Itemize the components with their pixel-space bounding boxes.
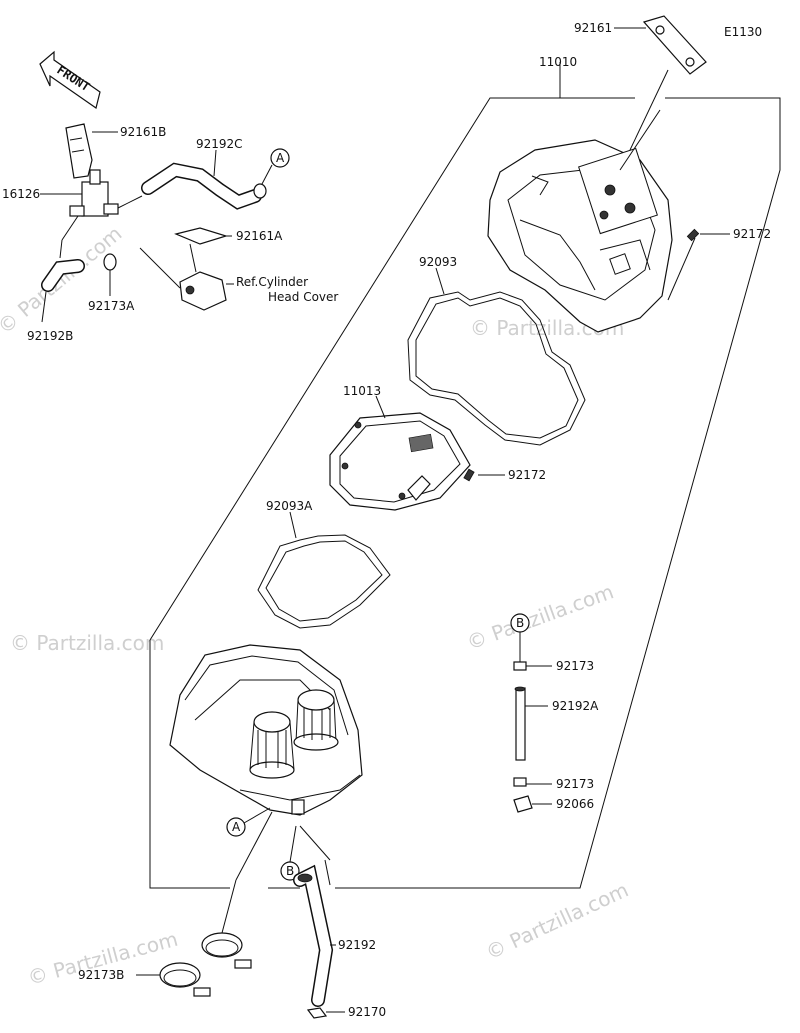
air-box-upper-cover [487,139,673,333]
marker-a-lower-label: A [232,820,241,834]
hose-92192: 92192 [293,859,376,1007]
callout-92170: 92170 [348,1005,386,1019]
callout-92173a: 92173A [88,299,135,313]
ref-cylinder-head-cover-line2: Head Cover [268,290,338,304]
callout-92173b: 92173B [78,968,124,982]
hose-92192b: 92192B [27,259,85,343]
reed-valve-cover: 92161A Ref.Cylinder Head Cover [139,227,338,311]
callout-92173-lower: 92173 [556,777,594,791]
callout-92161a: 92161A [236,229,283,243]
filter-mesh [408,433,434,453]
velocity-stack-right [293,689,339,751]
marker-b-lower-label: B [286,864,294,878]
marker-a-upper [270,148,290,168]
assembly-outline [149,97,635,641]
breather-set-right: B 92173 92192A 92173 92066 [510,613,599,813]
valve-assembly-16126: 92161B 16126 [2,123,166,259]
callout-92172-mid: 92172 [508,468,546,482]
callout-11013: 11013 [343,384,381,398]
ref-cylinder-head-cover-line1: Ref.Cylinder [236,275,308,289]
diagram-code: E1130 [724,25,762,39]
callout-92192c: 92192C [196,137,243,151]
callout-92161b: 92161B [120,125,166,139]
gasket-92093a: 92093A [257,499,391,629]
hose-92192c: 92192C A [117,137,290,210]
callout-92192b: 92192B [27,329,73,343]
marker-b-lower: B [280,825,331,881]
marker-a-lower: A [226,807,271,837]
watermark-bottom-right: © Partzilla.com [482,878,632,965]
screw-92172-top: 92172 [667,227,771,301]
velocity-stack-left [249,711,295,779]
air-box-lower-case [169,644,363,816]
callout-92093: 92093 [419,255,457,269]
callout-92093a: 92093A [266,499,313,513]
callout-92066: 92066 [556,797,594,811]
marker-b-right-label: B [516,616,524,630]
callout-92192: 92192 [338,938,376,952]
callout-11010: 11010 [539,55,577,69]
watermark-mid-left: © Partzilla.com [10,631,164,655]
callout-92161: 92161 [574,21,612,35]
marker-a-upper-label: A [276,151,285,165]
callout-92172-top: 92172 [733,227,771,241]
air-filter-11013: 11013 [329,384,471,511]
callout-16126: 16126 [2,187,40,201]
clip-92170: 92170 [306,1005,386,1019]
clamps-92173b: 92173B [78,811,273,997]
screw-92172-mid: 92172 [463,468,546,482]
front-arrow: FRONT [39,50,101,109]
watermark-mid-right: © Partzilla.com [464,579,617,654]
plate-92161: 92161 [574,15,707,171]
gasket-92093: 92093 [407,255,586,446]
clamp-92173a: 92173A [88,253,135,313]
callout-92173-upper: 92173 [556,659,594,673]
callout-92192a: 92192A [552,699,599,713]
